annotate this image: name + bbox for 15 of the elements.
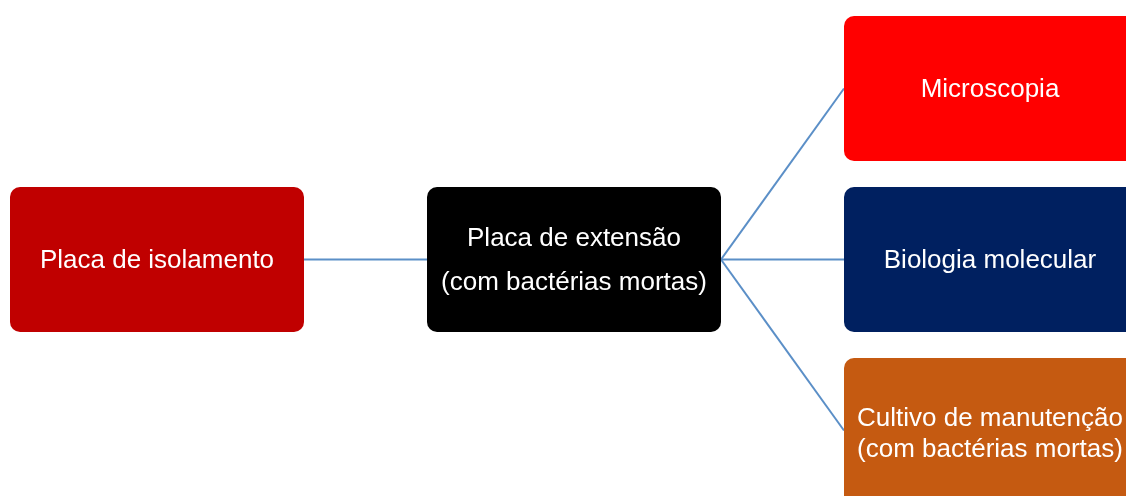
connector-line: [720, 258, 845, 432]
box-label: Biologia molecular: [883, 243, 1097, 276]
process-box: [844, 187, 1126, 332]
connector-line: [720, 258, 845, 261]
box-label: Placa de extensão: [467, 222, 681, 254]
process-box: [10, 187, 304, 332]
process-box: [844, 358, 1126, 496]
connector-line: [720, 87, 845, 261]
connector-line: [303, 258, 428, 261]
box-label: (com bactérias mortas): [441, 265, 707, 297]
process-box: [427, 187, 721, 332]
process-box: [844, 16, 1126, 161]
box-label: Microscopia: [920, 72, 1060, 105]
box-label: Cultivo de manutenção (com bactérias mortas): [856, 401, 1124, 465]
box-label: Placa de isolamento: [39, 243, 275, 276]
